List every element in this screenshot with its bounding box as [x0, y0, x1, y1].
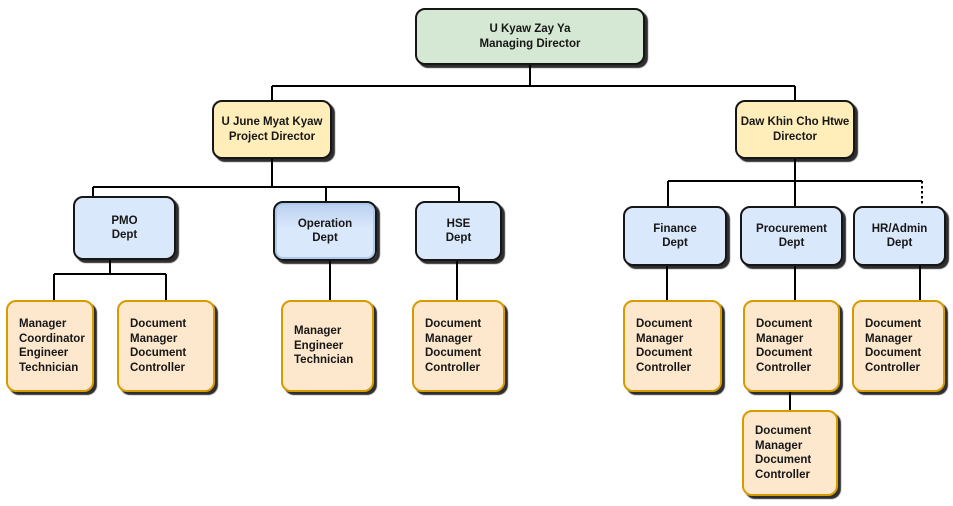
edge-pmo-to-teams [53, 260, 167, 300]
org-node-project-director[interactable]: U June Myat Kyaw Project Director [212, 100, 332, 159]
org-node-operation-staff[interactable]: Manager Engineer Technician [281, 300, 374, 392]
edge-project-director-to-depts [92, 159, 460, 201]
org-node-procurement-dept[interactable]: Procurement Dept [740, 206, 843, 266]
org-node-pmo-dept[interactable]: PMO Dept [73, 196, 176, 260]
org-node-director[interactable]: Daw Khin Cho Htwe Director [735, 100, 855, 159]
org-node-operation-dept[interactable]: Operation Dept [273, 201, 377, 261]
org-node-managing-director[interactable]: U Kyaw Zay Ya Managing Director [415, 8, 645, 65]
org-node-finance-doc-team[interactable]: Document Manager Document Controller [623, 300, 722, 392]
org-node-hr-admin-dept[interactable]: HR/Admin Dept [853, 206, 946, 266]
org-node-finance-dept[interactable]: Finance Dept [623, 206, 727, 266]
org-node-procurement-doc-team-2[interactable]: Document Manager Document Controller [742, 410, 838, 496]
edge-director-to-depts [667, 159, 922, 206]
org-node-hr-admin-doc-team[interactable]: Document Manager Document Controller [852, 300, 945, 392]
org-node-pmo-staff[interactable]: Manager Coordinator Engineer Technician [6, 300, 94, 392]
org-node-procurement-doc-team[interactable]: Document Manager Document Controller [743, 300, 840, 392]
org-node-pmo-doc-team[interactable]: Document Manager Document Controller [117, 300, 215, 392]
org-node-hse-doc-team[interactable]: Document Manager Document Controller [412, 300, 505, 392]
edge-managing-director-to-directors [271, 65, 796, 100]
org-node-hse-dept[interactable]: HSE Dept [415, 201, 502, 261]
